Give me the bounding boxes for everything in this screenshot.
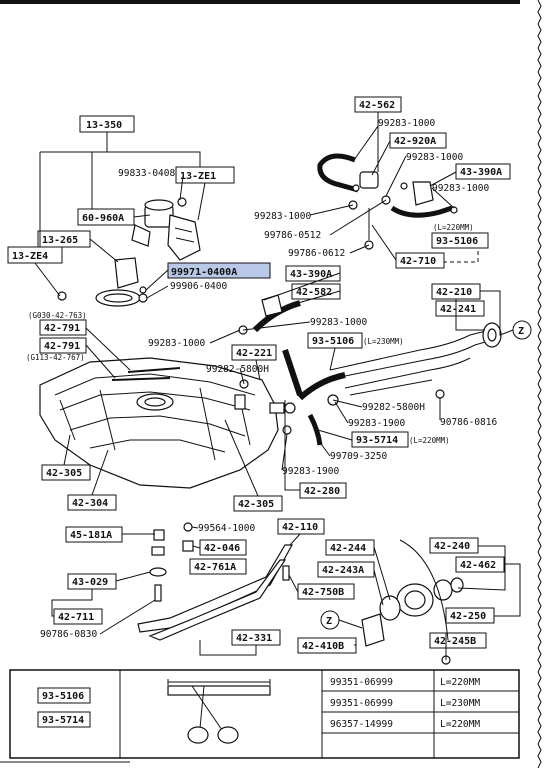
label-z-top: Z: [518, 326, 524, 337]
label-42-462: 42-462: [460, 560, 496, 571]
leader-lines: [34, 112, 521, 660]
label-42-243a: 42-243A: [322, 565, 364, 576]
label-l220-mid: (L=220MM): [409, 436, 450, 445]
right-edge-zigzag: [537, 0, 542, 769]
label-42-280: 42-280: [304, 486, 340, 497]
label-99283-1000-t2: 99283-1000: [406, 152, 463, 163]
table-part-1: 99351-06999: [330, 677, 393, 688]
tank-straps-drawing: [137, 522, 294, 641]
label-90786-0830: 90786-0830: [40, 629, 97, 640]
label-99283-1900-a: 99283-1900: [348, 418, 405, 429]
label-42-305-b: 42-305: [238, 499, 274, 510]
label-42-920a: 42-920A: [394, 136, 436, 147]
label-99564-1000: 99564-1000: [198, 523, 255, 534]
label-93-5714: 93-5714: [356, 435, 398, 446]
label-99282-5800h-b: 99282-5800H: [362, 402, 425, 413]
label-93-5106-mid: 93-5106: [312, 336, 354, 347]
scissors-cut-hose-illustration: [167, 679, 271, 744]
label-42-241: 42-241: [440, 304, 476, 315]
label-42-046: 42-046: [204, 543, 240, 554]
dashed-hose-link-top: [432, 247, 479, 263]
label-99786-0512: 99786-0512: [264, 230, 321, 241]
label-43-390a-right: 43-390A: [460, 167, 502, 178]
table-length-3: L=220MM: [440, 719, 480, 730]
label-42-562: 42-562: [359, 100, 395, 111]
label-13-ze1: 13-ZE1: [180, 171, 216, 182]
label-42-711: 42-711: [58, 612, 94, 623]
label-99786-0612: 99786-0612: [288, 248, 345, 259]
label-13-350: 13-350: [86, 120, 122, 131]
label-99283-1000-t3: 99283-1000: [432, 183, 489, 194]
label-42-250: 42-250: [450, 611, 486, 622]
fuel-tank-drawing: [39, 357, 285, 489]
label-42-240: 42-240: [434, 541, 470, 552]
label-13-265: 13-265: [42, 235, 78, 246]
label-42-761a: 42-761A: [194, 562, 236, 573]
label-99283-1900-b: 99283-1900: [282, 466, 339, 477]
label-99282-5800h-a: 99282-5800H: [206, 364, 269, 375]
table-part-3: 96357-14999: [330, 719, 393, 730]
label-42-110: 42-110: [282, 522, 318, 533]
label-99906-0400: 99906-0400: [170, 281, 227, 292]
label-42-750b: 42-750B: [302, 587, 344, 598]
label-60-960a: 60-960A: [82, 213, 124, 224]
table-hose-label-1: 93-5106: [42, 691, 84, 702]
label-93-5106-top: 93-5106: [436, 236, 478, 247]
label-43-390a-mid: 43-390A: [290, 269, 332, 280]
top-border-bar: [0, 0, 520, 4]
label-g030-42-763: (G030-42-763): [28, 311, 87, 320]
label-42-710: 42-710: [400, 256, 436, 267]
label-45-181a: 45-181A: [70, 530, 112, 541]
label-42-582: 42-582: [296, 287, 332, 298]
hose-length-table: 93-5106 93-5714 99351-06999 L=220MM 9935…: [9, 669, 520, 759]
label-99283-1000-left: 99283-1000: [148, 338, 205, 349]
label-99709-3250: 99709-3250: [330, 451, 387, 462]
label-42-791-b: 42-791: [44, 341, 80, 352]
table-length-2: L=230MM: [440, 698, 480, 709]
label-g113-42-767: (G113-42-767): [26, 353, 85, 362]
label-z-bottom: Z: [326, 616, 332, 627]
vent-hoses-drawing: [317, 153, 458, 250]
label-43-029: 43-029: [72, 577, 108, 588]
label-99971-0400a: 99971-0400A: [171, 267, 237, 278]
label-42-245b: 42-245B: [434, 636, 476, 647]
table-length-1: L=220MM: [440, 677, 480, 688]
label-99283-1000-mid: 99283-1000: [310, 317, 367, 328]
fuel-pump-drawing: [57, 197, 201, 307]
label-99283-1000-t4: 99283-1000: [254, 211, 311, 222]
callout-labels: 13-350 99833-0408 13-ZE1 60-960A 13-265 …: [7, 96, 532, 654]
label-l220-top: (L=220MM): [433, 223, 474, 232]
label-l230-mid: (L=230MM): [363, 337, 404, 346]
label-42-221: 42-221: [236, 348, 272, 359]
label-42-244: 42-244: [330, 543, 366, 554]
label-13-ze4: 13-ZE4: [12, 251, 48, 262]
label-99283-1000-t1: 99283-1000: [378, 118, 435, 129]
table-part-2: 99351-06999: [330, 698, 393, 709]
label-42-304: 42-304: [72, 498, 108, 509]
label-42-305-a: 42-305: [46, 468, 82, 479]
table-hose-label-2: 93-5714: [42, 715, 84, 726]
label-90786-0816: 90786-0816: [440, 417, 497, 428]
label-42-791-a: 42-791: [44, 323, 80, 334]
label-42-331: 42-331: [236, 633, 272, 644]
label-42-210: 42-210: [436, 287, 472, 298]
label-42-410b: 42-410B: [302, 641, 344, 652]
label-99833-0408: 99833-0408: [118, 168, 175, 179]
